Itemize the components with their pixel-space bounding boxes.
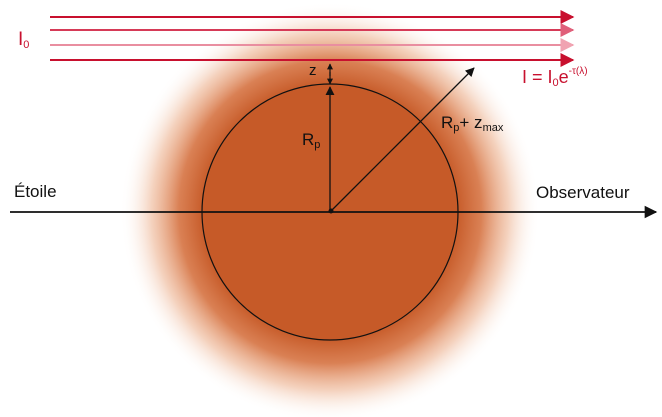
observer-label: Observateur — [536, 183, 630, 202]
z-label: z — [309, 62, 317, 79]
rp-label: Rp — [302, 130, 321, 151]
emergent-intensity-formula: I = I0e-τ(λ) — [522, 66, 588, 89]
planet-center — [328, 208, 334, 214]
incident-intensity-label: I0 — [18, 29, 30, 51]
star-label: Étoile — [14, 182, 57, 201]
rp-zmax-label: Rp+ zmax — [441, 113, 504, 134]
radius-rp-zmax-arrow — [329, 67, 475, 213]
